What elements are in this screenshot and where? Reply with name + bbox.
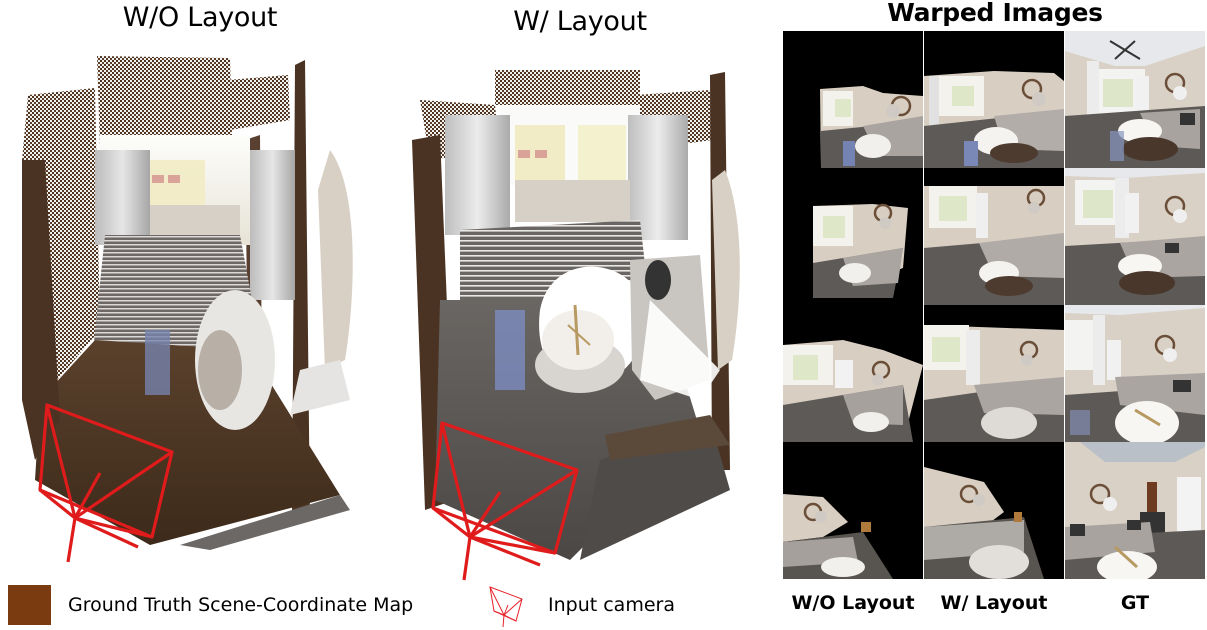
camera-frustum-icon	[489, 585, 523, 627]
warped-images-title: Warped Images	[887, 0, 1103, 27]
column-label-gt: GT	[1120, 592, 1150, 614]
warped-cell-r4-without-layout	[783, 442, 923, 579]
warped-cell-r1-without-layout	[783, 31, 923, 168]
legend-gt-scene-coordinate: Ground Truth Scene-Coordinate Map	[8, 585, 413, 625]
warped-cell-r2-with-layout	[924, 168, 1064, 305]
point-cloud-without-layout	[0, 40, 400, 585]
warped-images-grid	[783, 31, 1205, 581]
warped-cell-r4-gt	[1065, 442, 1205, 579]
legend-label-input-camera: Input camera	[548, 594, 675, 616]
legend-label-gt-scene-coordinate: Ground Truth Scene-Coordinate Map	[68, 594, 414, 616]
panel-title-with-layout: W/ Layout	[513, 6, 647, 37]
warped-cell-r1-with-layout	[924, 31, 1064, 168]
brown-square-swatch-icon	[8, 585, 51, 625]
warped-cell-r3-with-layout	[924, 305, 1064, 442]
warped-cell-r4-with-layout	[924, 442, 1064, 579]
warped-cell-r2-without-layout	[783, 168, 923, 305]
panel-title-without-layout: W/O Layout	[122, 2, 278, 33]
warped-cell-r3-gt	[1065, 305, 1205, 442]
warped-cell-r3-without-layout	[783, 305, 923, 442]
legend-input-camera: Input camera	[482, 585, 675, 627]
point-cloud-with-layout	[400, 40, 780, 585]
column-label-without-layout: W/O Layout	[791, 592, 915, 614]
column-label-with-layout: W/ Layout	[940, 592, 1048, 614]
warped-cell-r2-gt	[1065, 168, 1205, 305]
warped-cell-r1-gt	[1065, 31, 1205, 168]
